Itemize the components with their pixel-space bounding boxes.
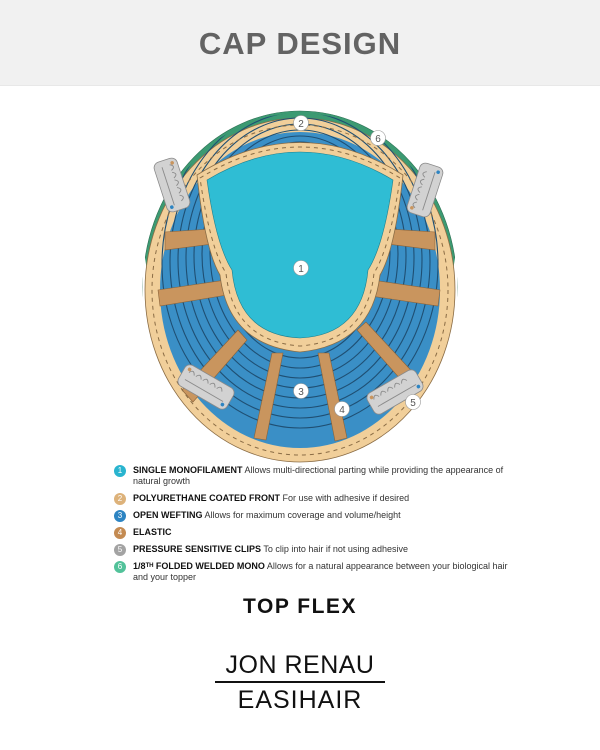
brand-divider [215, 681, 385, 683]
svg-text:5: 5 [410, 398, 416, 409]
page-title: CAP DESIGN [198, 26, 402, 61]
callout-2: 2 [293, 115, 309, 131]
clip-left-top [153, 157, 191, 213]
legend-desc: For use with adhesive if desired [282, 493, 410, 503]
legend-name: PRESSURE SENSITIVE CLIPS [133, 544, 262, 554]
badge-3: 3 [114, 510, 126, 522]
legend-name: ELASTIC [133, 527, 172, 537]
legend-name: POLYURETHANE COATED FRONT [133, 493, 281, 503]
badge-2: 2 [114, 493, 126, 505]
badge-6: 6 [114, 561, 126, 573]
legend: 1 SINGLE MONOFILAMENT Allows multi-direc… [114, 465, 514, 589]
brand-logo: JON RENAU EASIHAIR [205, 651, 395, 714]
legend-name: OPEN WEFTING [133, 510, 203, 520]
legend-item-monofilament: 1 SINGLE MONOFILAMENT Allows multi-direc… [114, 465, 514, 487]
badge-1: 1 [114, 465, 126, 477]
cap-diagram: 1 2 3 4 5 6 [0, 85, 600, 470]
clip-left-bottom [177, 364, 235, 410]
legend-desc: Allows multi-directional parting while p… [133, 465, 504, 486]
legend-item-poly-front: 2 POLYURETHANE COATED FRONT For use with… [114, 493, 514, 505]
legend-item-welded-mono: 6 1/8ᵀᴴ FOLDED WELDED MONO Allows for a … [114, 561, 514, 583]
badge-5: 5 [114, 544, 126, 556]
svg-text:2: 2 [298, 119, 304, 130]
legend-desc: To clip into hair if not using adhesive [263, 544, 408, 554]
legend-desc: Allows for a natural appearance between … [133, 561, 508, 582]
legend-item-clips: 5 PRESSURE SENSITIVE CLIPS To clip into … [114, 544, 514, 556]
brand-name-top: JON RENAU [225, 651, 375, 679]
callout-4: 4 [334, 401, 350, 417]
svg-text:4: 4 [339, 405, 345, 416]
brand-name-bottom: EASIHAIR [237, 685, 363, 714]
badge-4: 4 [114, 527, 126, 539]
legend-name: 1/8ᵀᴴ FOLDED WELDED MONO [133, 561, 265, 571]
clip-right-top [406, 162, 444, 218]
callout-1: 1 [293, 260, 309, 276]
legend-name: SINGLE MONOFILAMENT [133, 465, 243, 475]
single-monofilament-area [206, 151, 394, 339]
svg-text:6: 6 [375, 134, 381, 145]
legend-item-elastic: 4 ELASTIC [114, 527, 514, 539]
svg-text:1: 1 [298, 264, 304, 275]
header-band: CAP DESIGN [0, 0, 600, 86]
callout-5: 5 [405, 394, 421, 410]
clip-right-bottom [366, 369, 424, 415]
callout-3: 3 [293, 383, 309, 399]
svg-text:3: 3 [298, 387, 304, 398]
model-name: TOP FLEX [243, 595, 357, 618]
legend-item-open-wefting: 3 OPEN WEFTING Allows for maximum covera… [114, 510, 514, 522]
callout-6: 6 [370, 130, 386, 146]
legend-desc: Allows for maximum coverage and volume/h… [204, 510, 401, 520]
